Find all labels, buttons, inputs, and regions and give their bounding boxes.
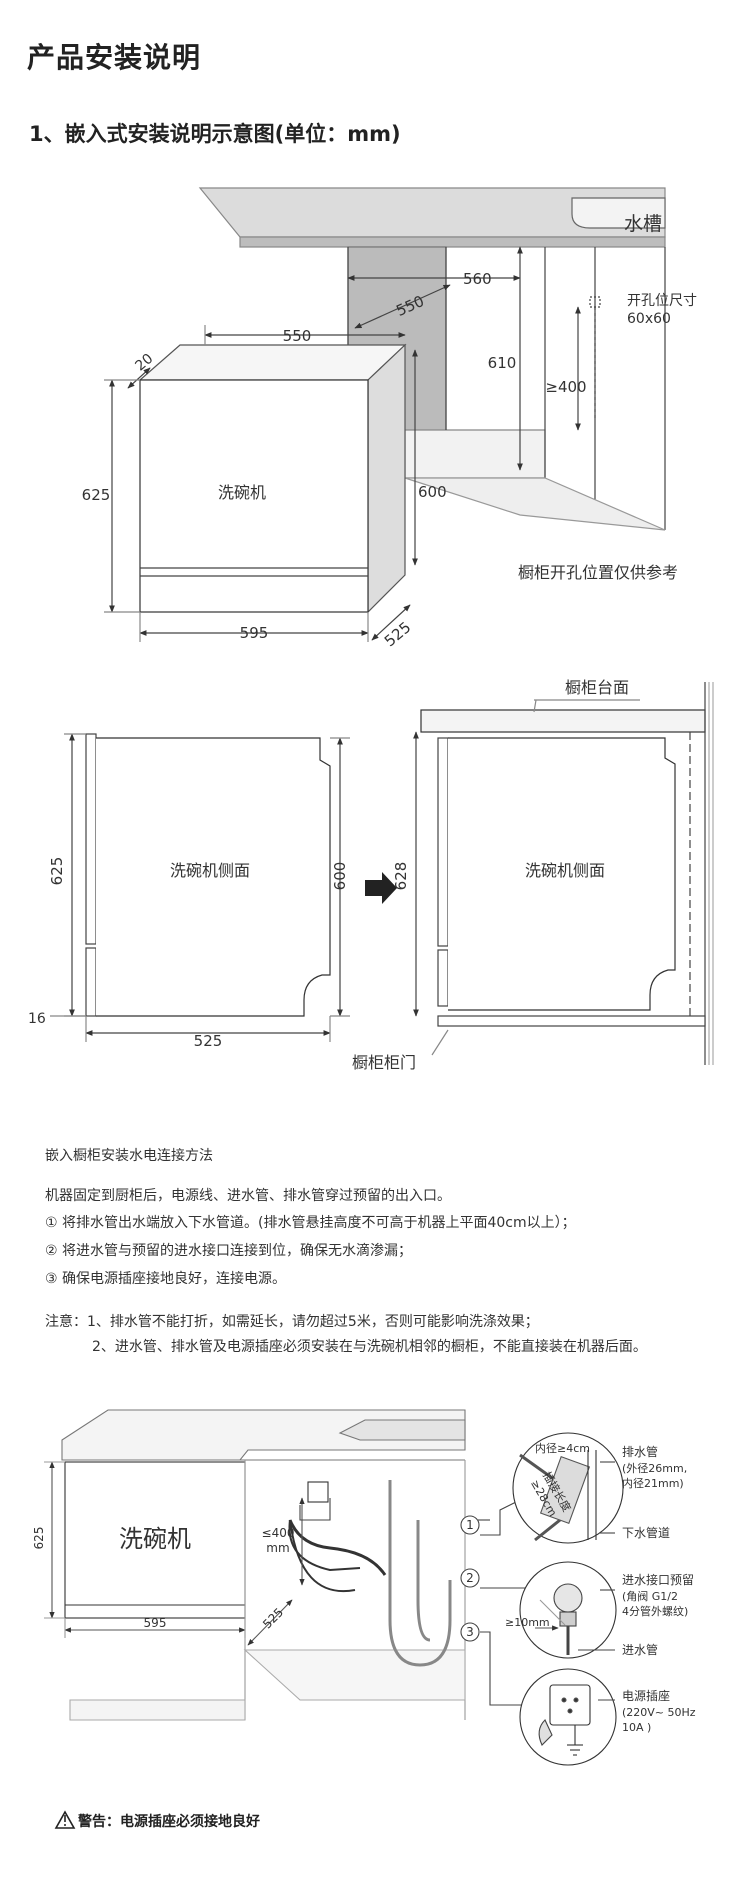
hole-size-label: 开孔位尺寸 [627, 293, 697, 309]
cabinet-floor [404, 477, 666, 531]
dishwasher-top [138, 344, 407, 381]
warning-triangle-icon [54, 1810, 76, 1829]
diagram-utility-connection [44, 1409, 624, 1766]
wall-socket-icon [549, 1684, 591, 1726]
socket-spec-current: 10A ) [622, 1721, 651, 1734]
transition-arrow-icon [365, 872, 397, 904]
dim-625-side: 625 [48, 857, 66, 886]
dim-595: 595 [240, 624, 269, 642]
sink-label: 水槽 [624, 213, 662, 235]
angle-valve-icon [553, 1583, 583, 1613]
door-label: 橱柜柜门 [352, 1053, 416, 1072]
dim-525-side: 525 [194, 1032, 223, 1050]
instructions-step-3: ③ 确保电源插座接地良好，连接电源。 [45, 1271, 286, 1287]
section-title: 1、嵌入式安装说明示意图(单位：mm) [29, 122, 401, 146]
dim-525-utility: 525 [260, 1605, 286, 1631]
dim-le400: ≤400 [262, 1526, 295, 1540]
dim-mm: mm [266, 1541, 289, 1555]
dishwasher-front [139, 379, 369, 613]
dim-560: 560 [463, 270, 492, 288]
dim-610: 610 [488, 354, 517, 372]
socket-label: 电源插座 [622, 1688, 670, 1703]
cabinet-note: 橱柜开孔位置仅供参考 [518, 563, 678, 582]
inlet-reserve-label: 进水接口预留 [622, 1572, 694, 1587]
counter-label: 橱柜台面 [565, 678, 629, 697]
dim-525: 525 [381, 618, 415, 650]
instructions-step-1: ① 将排水管出水端放入下水管道。(排水管悬挂高度不可高于机器上平面40cm以上）… [45, 1215, 576, 1231]
socket-spec-voltage: (220V~ 50Hz [622, 1706, 696, 1719]
inlet-valve-spec: (角阀 G1/2 [622, 1589, 678, 1603]
instructions-intro: 机器固定到厨柜后，电源线、进水管、排水管穿过预留的出入口。 [45, 1188, 451, 1204]
dim-625: 625 [82, 486, 111, 504]
warning-text: 警告：电源插座必须接地良好 [78, 1814, 260, 1830]
drain-hose-id: 内径21mm) [622, 1476, 684, 1490]
dim-628: 628 [392, 862, 410, 891]
utility-cabinet-floor [243, 1649, 466, 1701]
step-number-2: 2 [466, 1571, 474, 1585]
step-badge-3 [460, 1622, 480, 1642]
dim-625-utility: 625 [32, 1527, 46, 1550]
sewer-pipe-label: 下水管道 [622, 1525, 670, 1540]
dim-600-side: 600 [331, 862, 349, 891]
hole-size-value: 60x60 [627, 311, 671, 327]
power-plug-icon [538, 1719, 553, 1746]
diagram-side-view [50, 682, 714, 1065]
utility-socket [307, 1481, 329, 1503]
dishwasher-side [367, 343, 406, 614]
dim-16: 16 [28, 1011, 46, 1027]
dishwasher-label: 洗碗机 [218, 483, 266, 502]
dim-ge400: ≥400 [545, 378, 586, 396]
utility-sink [338, 1419, 466, 1441]
utility-dishwasher [64, 1461, 246, 1619]
instructions-note-1: 注意：1、排水管不能打折，如需延长，请勿超过5米，否则可能影响洗涤效果； [45, 1314, 539, 1330]
step-badge-2 [460, 1568, 480, 1588]
drain-hose-od: (外径26mm, [622, 1462, 687, 1475]
dim-595-utility: 595 [144, 1616, 167, 1630]
right-side-label: 洗碗机侧面 [525, 861, 605, 880]
instructions-step-2: ② 将进水管与预留的进水接口连接到位，确保无水滴渗漏； [45, 1243, 412, 1259]
page-title: 产品安装说明 [27, 41, 202, 74]
right-dishwasher-side [448, 737, 676, 1011]
inlet-thread-spec: 4分管外螺纹) [622, 1604, 688, 1618]
dim-600: 600 [418, 483, 447, 501]
drain-hose-label: 排水管 [622, 1444, 658, 1459]
step-number-3: 3 [466, 1625, 474, 1639]
utility-dishwasher-label: 洗碗机 [119, 1525, 191, 1553]
sink-outline [571, 197, 666, 229]
step-number-1: 1 [466, 1518, 474, 1532]
diagram-cabinet-opening [104, 187, 666, 642]
left-side-label: 洗碗机侧面 [170, 861, 250, 880]
inner-diameter-label: 内径≥4cm [535, 1441, 590, 1455]
counter-top [420, 709, 706, 733]
instructions-note-2: 2、进水管、排水管及电源插座必须安装在与洗碗机相邻的橱柜，不能直接装在机器后面。 [92, 1339, 647, 1355]
inlet-hose-label: 进水管 [622, 1642, 658, 1657]
countertop-edge [239, 236, 666, 248]
step-badge-1 [460, 1515, 480, 1535]
dim-550-top: 550 [283, 327, 312, 345]
utility-cabinet-base [69, 1699, 246, 1721]
instructions-heading: 嵌入橱柜安装水电连接方法 [45, 1148, 213, 1164]
opening-floor [404, 429, 546, 479]
clearance-label: ≥10mm [505, 1616, 550, 1629]
left-dishwasher-side [96, 737, 331, 1017]
